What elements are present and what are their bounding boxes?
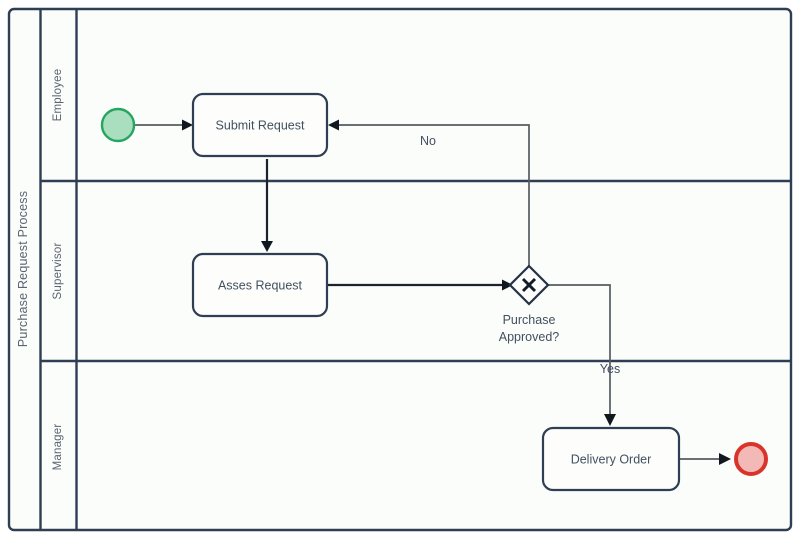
gateway-purchase-approved-label-line2: Approved? <box>499 330 560 344</box>
lane-manager-label: Manager <box>52 424 64 471</box>
lane-supervisor[interactable]: Supervisor <box>41 179 790 361</box>
task-asses-request[interactable]: Asses Request <box>191 252 329 318</box>
lane-employee[interactable]: Employee <box>52 9 78 181</box>
flow-gateway-yes[interactable]: Yes <box>547 284 620 426</box>
flow-start-to-submit-arrowhead <box>182 119 193 131</box>
flow-gateway-yes-line <box>547 284 611 417</box>
flow-submit-to-asses-arrowhead <box>261 241 273 252</box>
end-event[interactable] <box>734 442 768 476</box>
gateway-purchase-approved[interactable]: Purchase Approved? <box>499 264 560 344</box>
lane-employee-label: Employee <box>52 69 64 122</box>
task-submit-request-box[interactable] <box>191 92 329 158</box>
flow-asses-to-gateway-arrowhead <box>502 279 513 291</box>
flow-gateway-no-line <box>336 124 530 268</box>
task-submit-request[interactable]: Submit Request <box>191 92 329 158</box>
task-delivery-order-label: Delivery Order <box>571 452 652 466</box>
task-delivery-order[interactable]: Delivery Order <box>541 426 681 492</box>
start-event[interactable] <box>100 107 136 143</box>
flow-delivery-to-end[interactable] <box>679 453 731 465</box>
task-submit-request-label: Submit Request <box>216 118 305 132</box>
flow-asses-to-gateway[interactable] <box>326 279 513 291</box>
gateway-purchase-approved-label-line1: Purchase <box>503 313 556 327</box>
flow-submit-to-asses[interactable] <box>261 159 273 252</box>
flow-gateway-no-arrowhead <box>328 119 339 131</box>
lane-supervisor-label: Supervisor <box>52 243 64 300</box>
flow-gateway-yes-label: Yes <box>600 362 620 376</box>
flow-start-to-submit[interactable] <box>135 119 193 131</box>
x-marker-icon <box>521 277 537 293</box>
flow-gateway-no-label: No <box>420 134 436 148</box>
pool-label: Purchase Request Process <box>16 191 30 347</box>
flow-gateway-no[interactable]: No <box>328 119 530 269</box>
task-asses-request-label: Asses Request <box>218 278 303 292</box>
task-delivery-order-box[interactable] <box>541 426 681 492</box>
task-asses-request-box[interactable] <box>191 252 329 318</box>
lane-manager[interactable]: Manager <box>41 359 790 530</box>
flow-delivery-to-end-arrowhead <box>719 453 731 465</box>
flow-gateway-yes-arrowhead <box>604 414 616 426</box>
